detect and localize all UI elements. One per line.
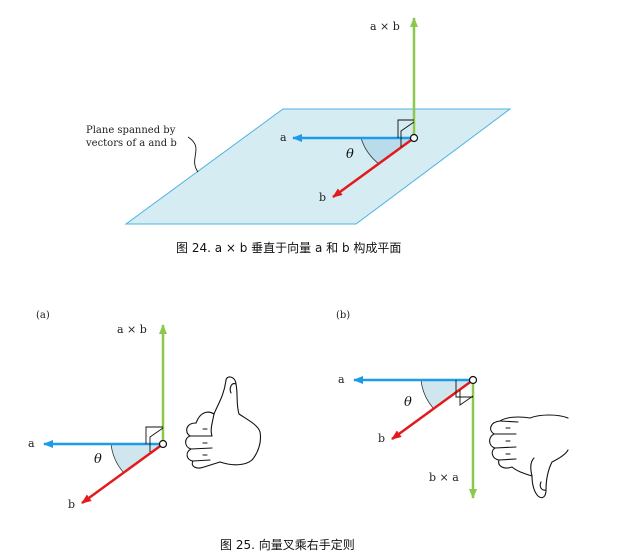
origin-point-a xyxy=(158,439,168,449)
vector-b-b xyxy=(391,378,474,441)
caption-figure-24: 图 24. a × b 垂直于向量 a 和 b 构成平面 xyxy=(176,240,401,255)
right-angle-marker-a xyxy=(145,426,163,444)
label-b-a: b xyxy=(68,498,75,511)
label-a-cross-b-a: a × b xyxy=(117,323,147,336)
label-b-b: b xyxy=(378,432,385,445)
label-theta-a: θ xyxy=(94,452,102,467)
panel-a-tag: (a) xyxy=(36,310,50,321)
panel-b-tag: (b) xyxy=(336,310,350,321)
figure-24: a × b a b θ Plane spanned by vectors of … xyxy=(85,17,512,255)
plane-leader-line xyxy=(187,136,199,173)
figure-25b: (b) b × a a b θ 图 25. 向量叉乘右手定则 xyxy=(220,310,569,552)
plane-note-line2: vectors of a and b xyxy=(85,138,177,149)
right-angle-marker xyxy=(397,119,414,138)
vector-b-a xyxy=(81,442,164,505)
label-theta: θ xyxy=(346,147,354,162)
label-a: a xyxy=(280,131,287,144)
thumbs-up-hand-icon xyxy=(185,376,262,469)
vector-b xyxy=(332,136,415,199)
origin-point-b xyxy=(468,375,478,385)
right-angle-marker-a2 xyxy=(149,427,164,452)
plane-note-line1: Plane spanned by xyxy=(86,125,176,136)
spanned-plane xyxy=(124,108,512,225)
figure-25a: (a) a × b a b θ xyxy=(28,310,262,511)
label-b: b xyxy=(319,191,326,204)
thumbs-down-hand-icon xyxy=(489,414,569,499)
label-a-b: a xyxy=(338,373,345,386)
label-b-cross-a: b × a xyxy=(429,471,459,484)
label-theta-b: θ xyxy=(404,395,412,410)
caption-figure-25: 图 25. 向量叉乘右手定则 xyxy=(220,537,355,552)
origin-point xyxy=(409,133,419,143)
right-angle-marker-2 xyxy=(400,121,415,147)
right-angle-marker-b2 xyxy=(459,390,474,406)
label-a-a: a xyxy=(28,437,35,450)
label-a-cross-b: a × b xyxy=(370,20,400,33)
right-angle-marker-b xyxy=(455,380,473,398)
